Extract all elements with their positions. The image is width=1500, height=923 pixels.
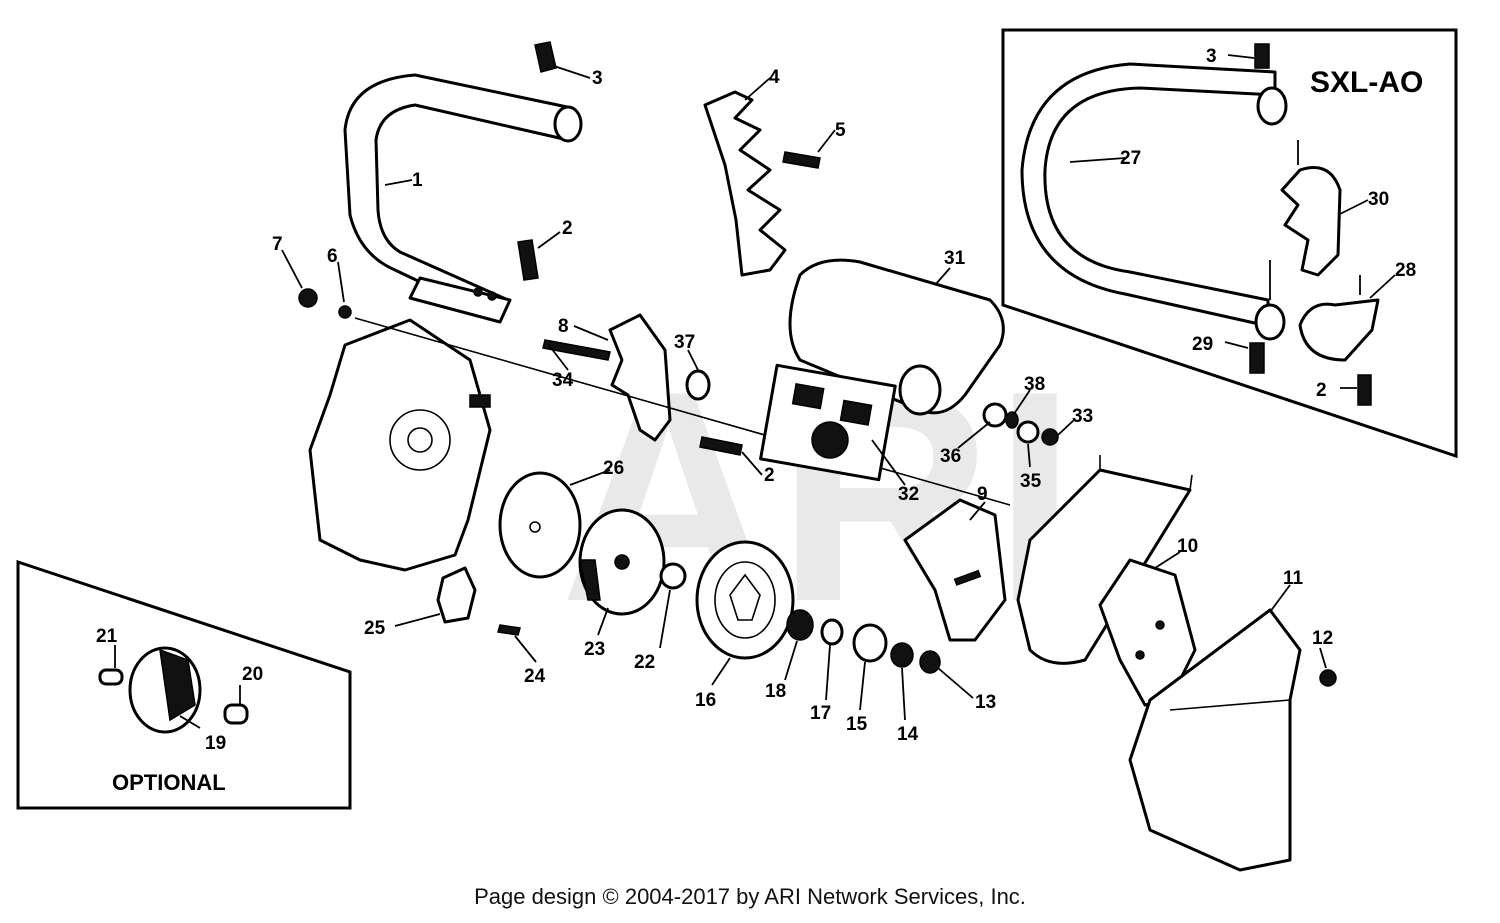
callout-14: 14 bbox=[897, 724, 919, 745]
nut-7 bbox=[298, 288, 318, 308]
inset-bolt-bottom bbox=[1249, 342, 1265, 374]
nut-12 bbox=[1319, 669, 1337, 687]
washer-14 bbox=[890, 642, 914, 668]
inset-optional: OPTIONAL bbox=[16, 559, 352, 810]
optional-spacer bbox=[98, 668, 124, 686]
handle-bracket bbox=[608, 313, 672, 442]
engine-crankcase bbox=[308, 318, 492, 572]
callout-33: 33 bbox=[1072, 406, 1093, 427]
callout-27: 27 bbox=[1120, 148, 1141, 169]
bolt-2-handle bbox=[517, 239, 539, 281]
callout-31: 31 bbox=[944, 248, 966, 269]
callout-12: 12 bbox=[1312, 628, 1333, 649]
callout-20: 20 bbox=[242, 664, 263, 685]
callout-5: 5 bbox=[835, 120, 846, 141]
callout-labels: 3 1 2 4 5 6 7 8 34 37 2 31 32 38 33 36 3… bbox=[96, 46, 1416, 754]
callout-18: 18 bbox=[765, 681, 786, 702]
air-filter-cover bbox=[788, 258, 1005, 415]
callout-4: 4 bbox=[769, 67, 780, 88]
callout-30: 30 bbox=[1368, 189, 1389, 210]
callout-28: 28 bbox=[1395, 260, 1416, 281]
optional-bearing bbox=[223, 703, 249, 725]
callout-25: 25 bbox=[364, 618, 386, 639]
inset-optional-title: OPTIONAL bbox=[112, 770, 226, 795]
bearing-18 bbox=[786, 609, 814, 641]
inset-sxl-ao-title: SXL-AO bbox=[1310, 66, 1423, 99]
bolt-2-mid bbox=[699, 436, 743, 456]
callout-7: 7 bbox=[272, 234, 283, 255]
callout-36: 36 bbox=[940, 446, 961, 467]
callout-3b: 3 bbox=[1206, 46, 1217, 67]
callout-9: 9 bbox=[977, 484, 988, 505]
bumper-spike bbox=[703, 90, 787, 277]
callout-3a: 3 bbox=[592, 68, 603, 89]
spacer-37 bbox=[685, 369, 711, 401]
callout-24: 24 bbox=[524, 666, 546, 687]
washer-35 bbox=[1016, 420, 1040, 444]
chain-plate-9 bbox=[903, 498, 1007, 642]
nut-13 bbox=[919, 650, 941, 674]
callout-11: 11 bbox=[1283, 568, 1304, 589]
clutch-shoe-25 bbox=[436, 566, 477, 624]
screw-34 bbox=[542, 339, 611, 361]
callout-8: 8 bbox=[558, 316, 569, 337]
callout-29: 29 bbox=[1192, 334, 1213, 355]
front-handle bbox=[343, 73, 574, 322]
callout-2a: 2 bbox=[562, 218, 573, 239]
callout-6: 6 bbox=[327, 246, 338, 267]
callout-37: 37 bbox=[674, 332, 695, 353]
inset-handle-bar bbox=[1020, 62, 1277, 328]
callout-leaders bbox=[281, 65, 1327, 721]
inset-sxl-ao: SXL-AO bbox=[1001, 28, 1458, 459]
spring-24 bbox=[497, 624, 521, 636]
callout-13: 13 bbox=[975, 692, 996, 713]
inset-bracket bbox=[1280, 166, 1342, 277]
callout-2c: 2 bbox=[1316, 380, 1327, 401]
inset-bolt-clamp bbox=[1357, 374, 1372, 406]
callout-34: 34 bbox=[552, 370, 574, 391]
callout-2b: 2 bbox=[764, 465, 775, 486]
washer-22 bbox=[659, 562, 687, 590]
screw-5 bbox=[782, 151, 821, 169]
washer-36 bbox=[982, 402, 1008, 428]
callout-17: 17 bbox=[810, 703, 831, 724]
callout-23: 23 bbox=[584, 639, 605, 660]
callout-22: 22 bbox=[634, 652, 655, 673]
inset-clamp bbox=[1298, 298, 1380, 362]
callout-35: 35 bbox=[1020, 471, 1042, 492]
clutch-drum-16 bbox=[695, 540, 795, 660]
nut-33 bbox=[1041, 428, 1059, 446]
inset-bolt-top bbox=[1254, 43, 1270, 69]
callout-16: 16 bbox=[695, 690, 716, 711]
callout-15: 15 bbox=[846, 714, 868, 735]
spacer-38 bbox=[1005, 411, 1019, 429]
washer-15 bbox=[852, 623, 888, 663]
callout-32: 32 bbox=[898, 484, 919, 505]
callout-26: 26 bbox=[603, 458, 624, 479]
callout-21: 21 bbox=[96, 626, 118, 647]
callout-1: 1 bbox=[412, 170, 423, 191]
needle-bearing-17 bbox=[820, 618, 844, 646]
sprocket-cover-11 bbox=[1128, 608, 1302, 872]
callout-38: 38 bbox=[1024, 374, 1045, 395]
washer-6 bbox=[338, 305, 352, 319]
callout-19: 19 bbox=[205, 733, 226, 754]
page-footer-copyright: Page design © 2004-2017 by ARI Network S… bbox=[474, 884, 1026, 909]
callout-10: 10 bbox=[1177, 536, 1198, 557]
bolt-3 bbox=[534, 41, 557, 73]
